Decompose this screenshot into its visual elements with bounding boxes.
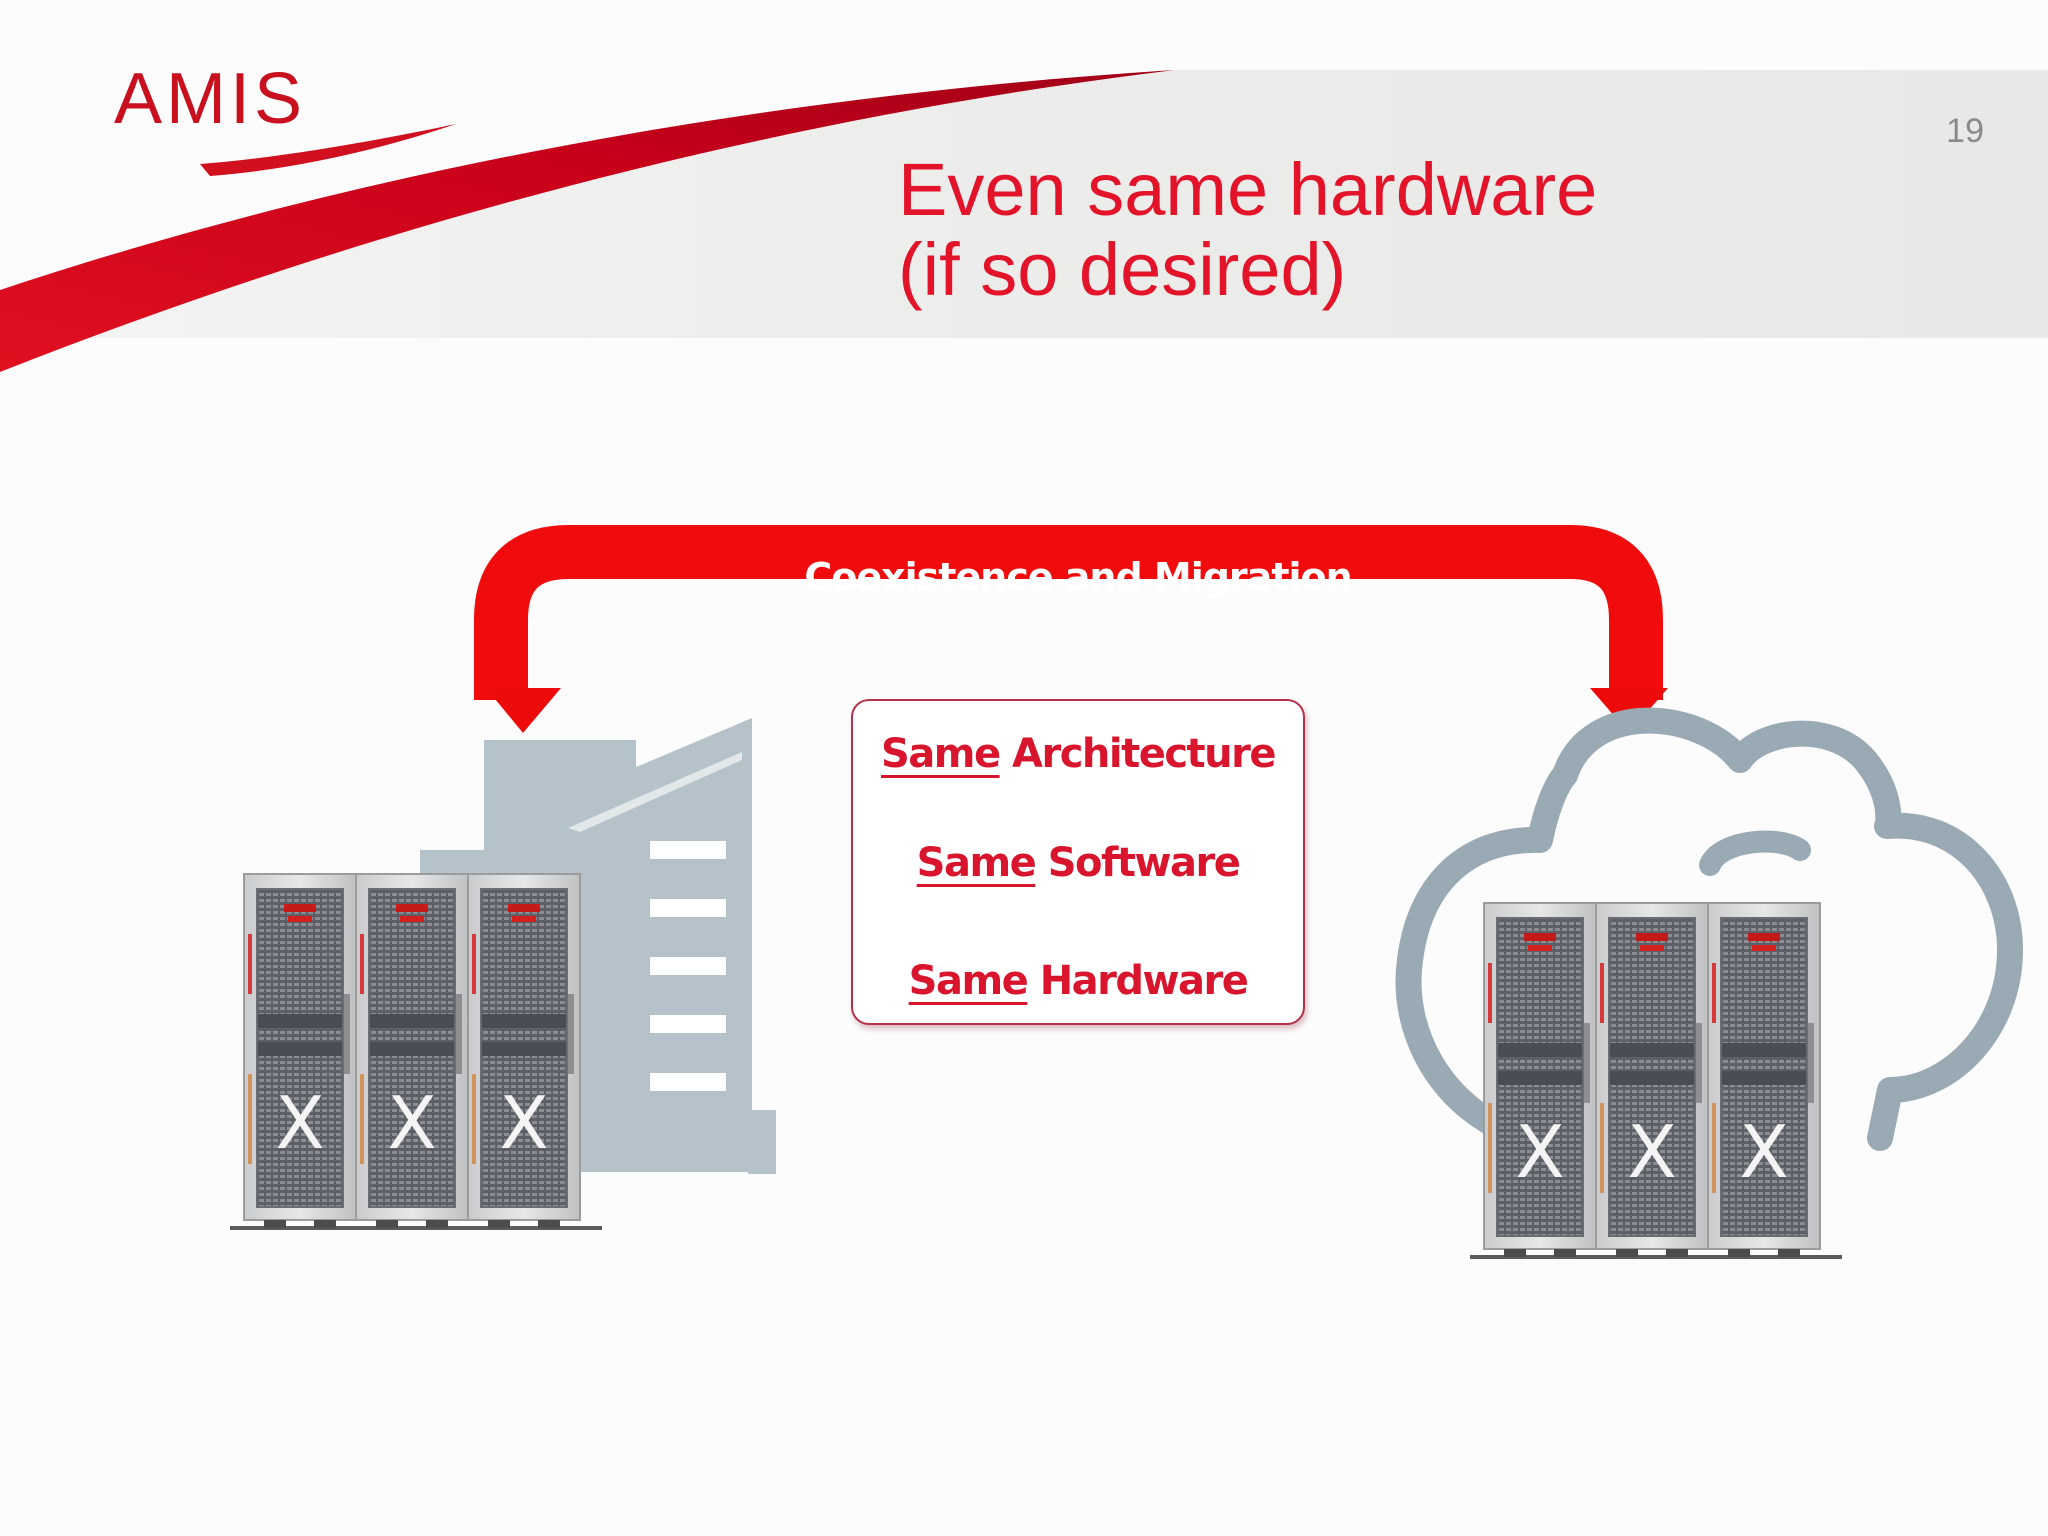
slide-title-line-1: Even same hardware (898, 148, 1598, 231)
row-keyword: Same (908, 958, 1029, 1004)
rack-x-mark: X (275, 1081, 324, 1165)
arrow-head-left (486, 688, 561, 733)
same-box: Same Architecture Same Software Same Har… (851, 699, 1305, 1025)
logo-swoosh (200, 124, 456, 176)
row-rest: Architecture (1012, 731, 1277, 777)
row-rest: Software (1047, 840, 1241, 886)
row-rest: Hardware (1039, 958, 1249, 1004)
same-architecture-row: Same Architecture (853, 731, 1303, 777)
same-software-row: Same Software (853, 840, 1303, 886)
rack-group-right (1470, 902, 1842, 1259)
amis-logo: AMIS (114, 59, 307, 139)
rack-x-mark: X (387, 1081, 436, 1165)
rack-x-mark: X (1739, 1110, 1788, 1194)
rack-group-left (230, 873, 602, 1230)
row-keyword: Same (916, 840, 1037, 886)
header-swoosh (0, 70, 1175, 372)
rack-x-mark: X (1627, 1110, 1676, 1194)
page-number: 19 (1946, 112, 1984, 150)
slide-title-line-2: (if so desired) (898, 228, 1347, 311)
rack-x-mark: X (1515, 1110, 1564, 1194)
cloud-icon (1395, 707, 2023, 1151)
row-keyword: Same (880, 731, 1001, 777)
arrow-label: Coexistence and Migration (804, 555, 1352, 599)
rack-x-mark: X (499, 1081, 548, 1165)
same-hardware-row: Same Hardware (853, 958, 1303, 1004)
header-band (0, 70, 2048, 338)
